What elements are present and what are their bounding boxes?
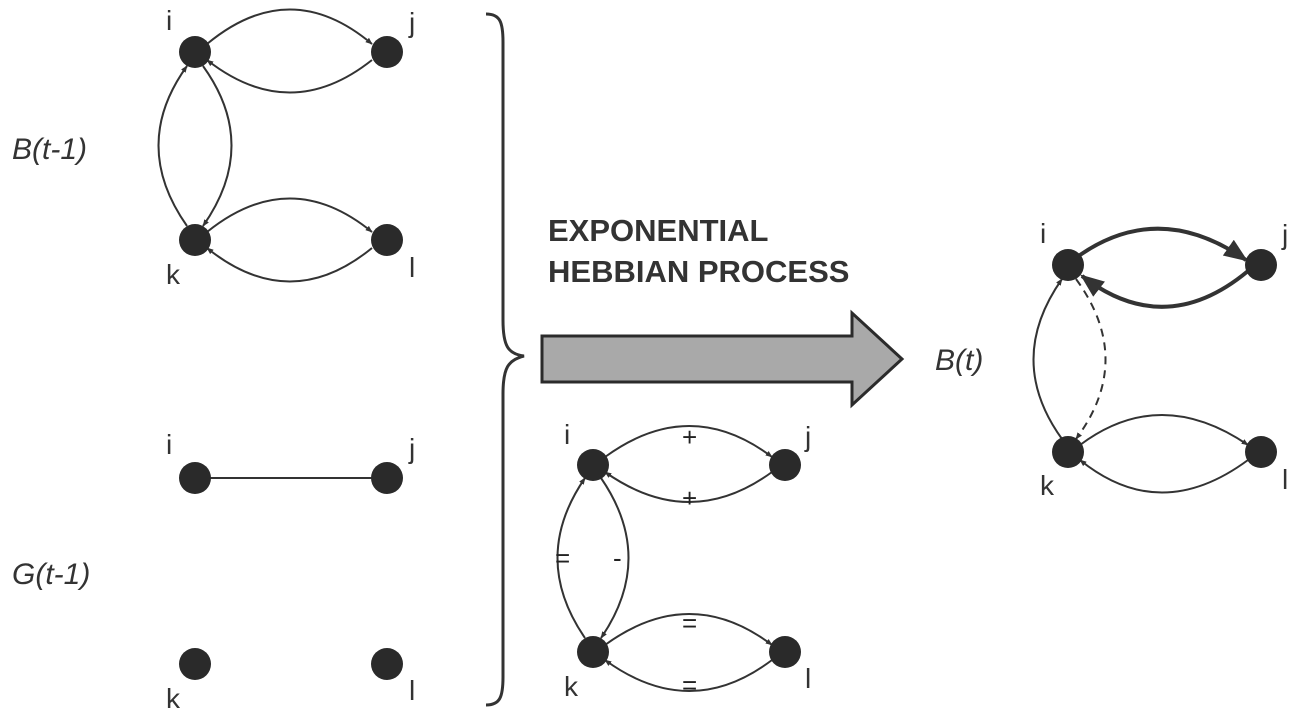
edge-i-to-j <box>604 425 773 458</box>
graph-label-b-next: B(t) <box>935 344 983 377</box>
node-j <box>769 449 801 481</box>
edge-l-to-k <box>1079 459 1249 494</box>
node-l <box>371 648 403 680</box>
node-label-i: i <box>564 419 570 450</box>
graph-label-g-prev: G(t-1) <box>12 558 90 591</box>
node-label-j: j <box>408 433 415 464</box>
node-i <box>179 36 211 68</box>
edge-i-to-k <box>202 65 233 227</box>
node-j <box>371 462 403 494</box>
graph-b-next: i j k l <box>1032 218 1288 501</box>
edge-i-to-k-dashed <box>1075 278 1107 440</box>
sign-k-to-l: = <box>682 608 697 638</box>
node-label-i: i <box>166 5 172 36</box>
edge-l-to-k <box>604 659 773 692</box>
edge-i-to-j-strong <box>1078 226 1248 262</box>
curly-brace <box>485 12 525 707</box>
node-label-i: i <box>166 429 172 460</box>
node-k <box>179 224 211 256</box>
node-label-l: l <box>805 663 811 694</box>
node-label-l: l <box>1282 464 1288 495</box>
sign-j-to-i: + <box>682 483 697 513</box>
edge-k-to-l <box>604 613 773 646</box>
node-label-j: j <box>804 421 811 452</box>
edge-i-to-k <box>600 477 630 639</box>
node-j <box>371 36 403 68</box>
sign-i-to-k: - <box>613 543 622 573</box>
node-i <box>179 462 211 494</box>
edge-j-to-i-strong <box>1080 269 1250 309</box>
edge-l-to-k <box>206 247 373 283</box>
node-label-k: k <box>166 683 181 714</box>
graph-b-prev: i j k l <box>157 5 415 290</box>
node-i <box>577 449 609 481</box>
sign-k-to-i: = <box>555 543 570 573</box>
process-arrow <box>540 309 905 409</box>
node-label-l: l <box>409 252 415 283</box>
graph-g-prev: i j k l <box>166 429 415 714</box>
process-title-line-1: EXPONENTIAL <box>548 213 768 248</box>
node-i <box>1052 249 1084 281</box>
node-k <box>1052 436 1084 468</box>
node-label-l: l <box>409 675 415 706</box>
graph-label-b-prev: B(t-1) <box>12 133 87 166</box>
edge-k-to-l <box>206 197 373 233</box>
sign-i-to-j: + <box>682 422 697 452</box>
node-label-j: j <box>1281 219 1288 250</box>
node-label-k: k <box>1040 470 1055 501</box>
node-k <box>577 636 609 668</box>
edge-i-to-j <box>206 8 373 45</box>
node-l <box>371 224 403 256</box>
node-j <box>1245 249 1277 281</box>
node-label-j: j <box>408 7 415 38</box>
node-label-k: k <box>564 671 579 702</box>
edge-k-to-l <box>1079 414 1249 446</box>
node-label-k: k <box>166 259 181 290</box>
sign-l-to-k: = <box>682 670 697 700</box>
edge-k-to-i <box>1032 278 1063 440</box>
edge-k-to-i <box>157 65 188 227</box>
process-title-line-2: HEBBIAN PROCESS <box>548 254 849 289</box>
edge-k-to-i <box>556 477 586 639</box>
edge-j-to-i <box>206 59 373 94</box>
edge-j-to-i <box>604 471 773 503</box>
node-k <box>179 648 211 680</box>
node-label-i: i <box>1040 218 1046 249</box>
node-l <box>1245 436 1277 468</box>
graph-mid-signed: i j k l + + = - = = <box>555 419 811 702</box>
node-l <box>769 636 801 668</box>
